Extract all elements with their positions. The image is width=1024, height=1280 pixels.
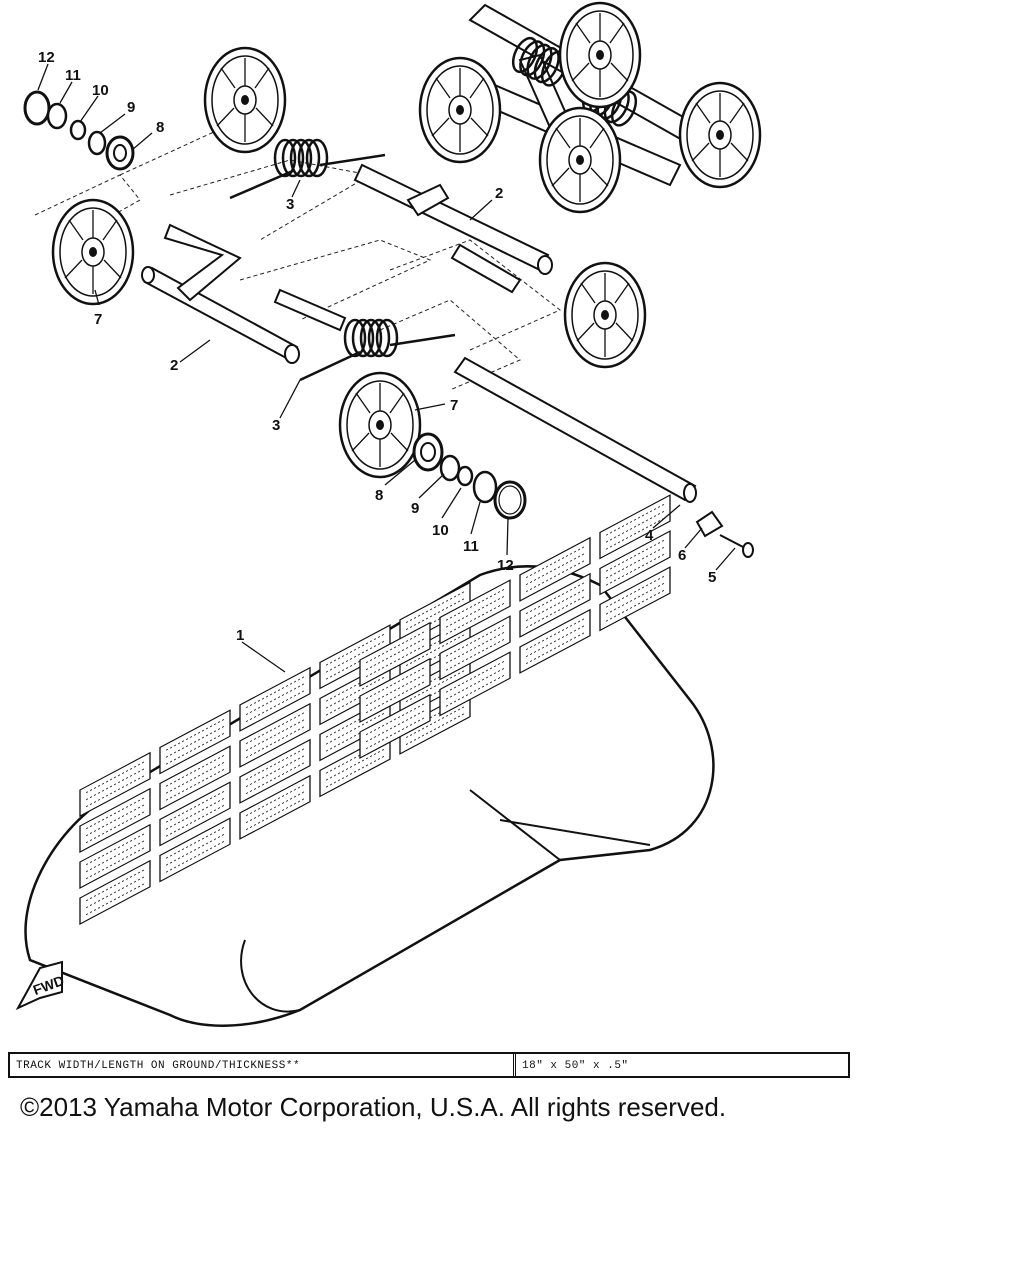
callout-10-upper: 10	[92, 82, 109, 99]
callout-2-lower: 2	[170, 357, 178, 374]
callout-4: 4	[645, 527, 654, 544]
shaft-bolt	[719, 534, 754, 558]
bearing-stack-lower	[412, 432, 527, 520]
shaft-plate	[695, 510, 724, 538]
forward-direction-badge: FWD	[15, 960, 66, 1011]
spec-value: 18" x 50" x .5"	[522, 1060, 629, 1072]
callout-3-lower: 3	[272, 417, 280, 434]
callout-9-lower: 9	[411, 500, 419, 517]
wheel-left	[51, 198, 135, 306]
callout-8-lower: 8	[375, 487, 383, 504]
callout-5: 5	[708, 569, 716, 586]
wheel-center	[338, 371, 422, 479]
swing-arm-upper	[353, 163, 553, 294]
callout-2-upper: 2	[495, 185, 503, 202]
callout-9-upper: 9	[127, 99, 135, 116]
callout-7-left: 7	[94, 311, 102, 328]
exploded-parts-diagram: FWD 12 11 10 9 8 3 2 7 2 3 7 8	[15, 1, 762, 1027]
torsion-spring-upper	[229, 138, 386, 200]
callout-leaders	[37, 63, 736, 673]
torsion-spring-lower	[299, 318, 456, 382]
callout-7-center: 7	[450, 397, 458, 414]
callout-6: 6	[678, 547, 686, 564]
long-shaft	[453, 356, 697, 503]
assembled-rear-suspension	[418, 1, 762, 214]
callout-3-upper: 3	[286, 196, 294, 213]
callout-8-upper: 8	[156, 119, 164, 136]
wheel-right	[563, 261, 647, 369]
spec-table: TRACK WIDTH/LENGTH ON GROUND/THICKNESS**…	[8, 1052, 850, 1078]
bearing-stack-upper	[23, 90, 135, 171]
callout-numbers: 12 11 10 9 8 3 2 7 2 3 7 8 9 10 11 12 4 …	[38, 49, 716, 644]
spec-label: TRACK WIDTH/LENGTH ON GROUND/THICKNESS**	[10, 1054, 516, 1076]
callout-10-lower: 10	[432, 522, 449, 539]
callout-12-lower: 12	[497, 557, 514, 574]
callout-11-lower: 11	[463, 538, 479, 555]
drive-track	[24, 494, 715, 1027]
callout-1: 1	[236, 627, 244, 644]
swing-arm-lower	[141, 223, 347, 364]
callout-11-upper: 11	[65, 67, 81, 84]
wheel-upper-left	[203, 46, 287, 154]
copyright-notice: ©2013 Yamaha Motor Corporation, U.S.A. A…	[20, 1092, 727, 1122]
callout-12-upper: 12	[38, 49, 55, 66]
